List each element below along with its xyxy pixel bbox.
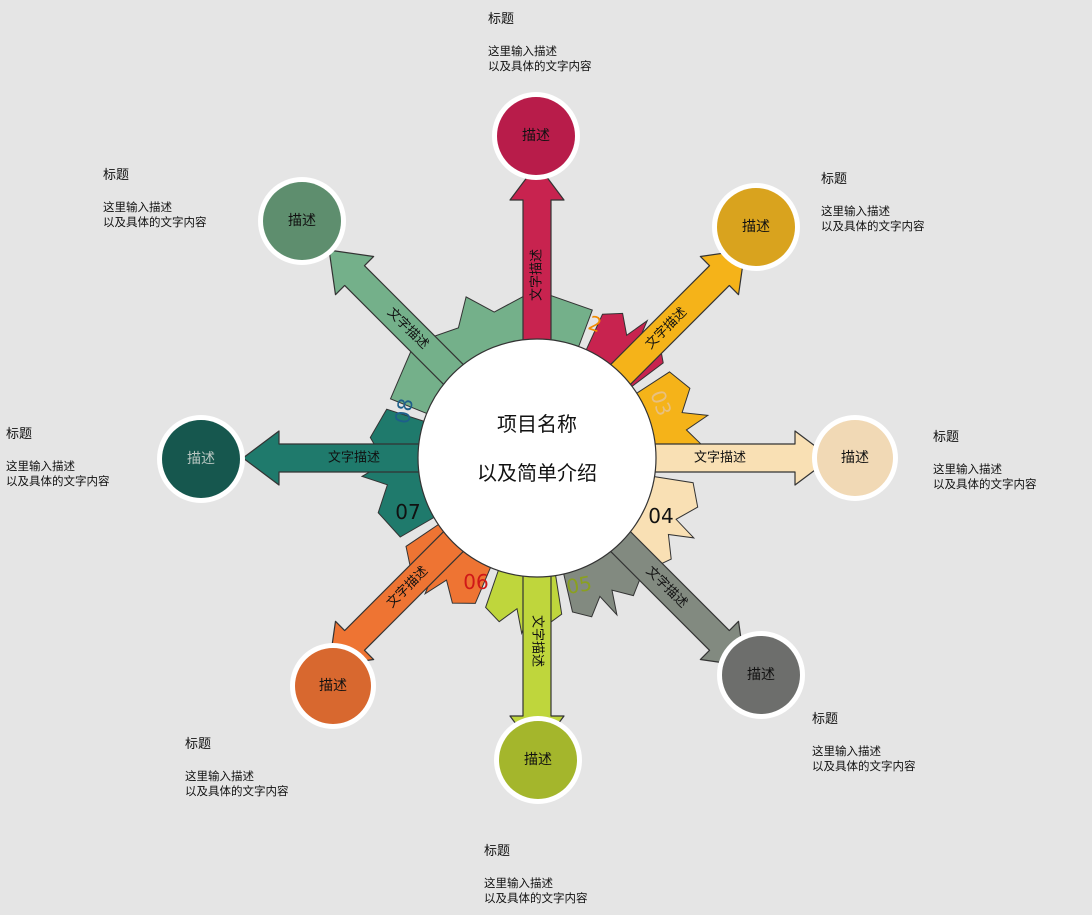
info-block-01: 标题这里输入描述 以及具体的文字内容 bbox=[488, 12, 592, 74]
arrow-text-07: 文字描述 bbox=[328, 451, 380, 466]
node-circle-text-08: 描述 bbox=[288, 213, 316, 229]
info-block-05: 标题这里输入描述 以及具体的文字内容 bbox=[484, 844, 588, 906]
node-circle-text-05: 描述 bbox=[524, 752, 552, 768]
arrow-03: 文字描述 bbox=[636, 430, 832, 486]
arrow-05: 文字描述 bbox=[509, 557, 565, 753]
node-circle-07: 描述 bbox=[157, 415, 245, 503]
center-title: 项目名称 bbox=[497, 412, 577, 436]
center-subtitle: 以及简单介绍 bbox=[477, 461, 597, 485]
node-circle-02: 描述 bbox=[712, 183, 800, 271]
node-circle-01: 描述 bbox=[492, 92, 580, 180]
info-description: 这里输入描述 以及具体的文字内容 bbox=[488, 44, 592, 73]
info-title: 标题 bbox=[821, 172, 848, 187]
info-description: 这里输入描述 以及具体的文字内容 bbox=[812, 744, 916, 773]
info-title: 标题 bbox=[488, 12, 515, 27]
info-block-07: 标题这里输入描述 以及具体的文字内容 bbox=[6, 427, 110, 489]
info-title: 标题 bbox=[185, 737, 212, 752]
node-circle-text-07: 描述 bbox=[187, 451, 215, 467]
info-block-04: 标题这里输入描述 以及具体的文字内容 bbox=[812, 712, 916, 774]
node-circle-06: 描述 bbox=[290, 643, 376, 729]
node-circle-text-04: 描述 bbox=[747, 667, 775, 683]
node-circle-text-01: 描述 bbox=[522, 128, 550, 144]
segment-number-06: 06 bbox=[463, 570, 488, 594]
info-title: 标题 bbox=[933, 430, 960, 445]
arrow-text-01: 文字描述 bbox=[530, 249, 545, 301]
node-circle-text-06: 描述 bbox=[319, 678, 347, 694]
segment-number-04: 04 bbox=[648, 504, 673, 528]
arrow-text-03: 文字描述 bbox=[694, 451, 746, 466]
info-title: 标题 bbox=[6, 427, 33, 442]
node-circle-08: 描述 bbox=[258, 177, 346, 265]
info-title: 标题 bbox=[103, 168, 130, 183]
node-circle-text-03: 描述 bbox=[841, 450, 869, 466]
info-title: 标题 bbox=[812, 712, 839, 727]
arrow-07: 文字描述 bbox=[242, 430, 438, 486]
info-description: 这里输入描述 以及具体的文字内容 bbox=[185, 769, 289, 798]
arrow-text-05: 文字描述 bbox=[530, 615, 545, 667]
segment-number-05: 05 bbox=[564, 571, 593, 599]
segment-number-07: 07 bbox=[395, 500, 420, 524]
segment-number-08: 08 bbox=[390, 396, 418, 425]
node-circle-05: 描述 bbox=[494, 716, 582, 804]
info-description: 这里输入描述 以及具体的文字内容 bbox=[6, 459, 110, 488]
info-description: 这里输入描述 以及具体的文字内容 bbox=[103, 200, 207, 229]
node-circle-04: 描述 bbox=[717, 631, 805, 719]
info-title: 标题 bbox=[484, 844, 511, 859]
info-description: 这里输入描述 以及具体的文字内容 bbox=[484, 876, 588, 905]
node-circle-03: 描述 bbox=[812, 415, 898, 501]
info-description: 这里输入描述 以及具体的文字内容 bbox=[933, 462, 1037, 491]
info-block-03: 标题这里输入描述 以及具体的文字内容 bbox=[933, 430, 1037, 492]
info-block-06: 标题这里输入描述 以及具体的文字内容 bbox=[185, 737, 289, 799]
center-circle bbox=[417, 338, 657, 578]
info-description: 这里输入描述 以及具体的文字内容 bbox=[821, 204, 925, 233]
info-block-02: 标题这里输入描述 以及具体的文字内容 bbox=[821, 172, 925, 234]
node-circle-text-02: 描述 bbox=[742, 219, 770, 235]
arrow-01: 文字描述 bbox=[509, 163, 565, 359]
info-block-08: 标题这里输入描述 以及具体的文字内容 bbox=[103, 168, 207, 230]
